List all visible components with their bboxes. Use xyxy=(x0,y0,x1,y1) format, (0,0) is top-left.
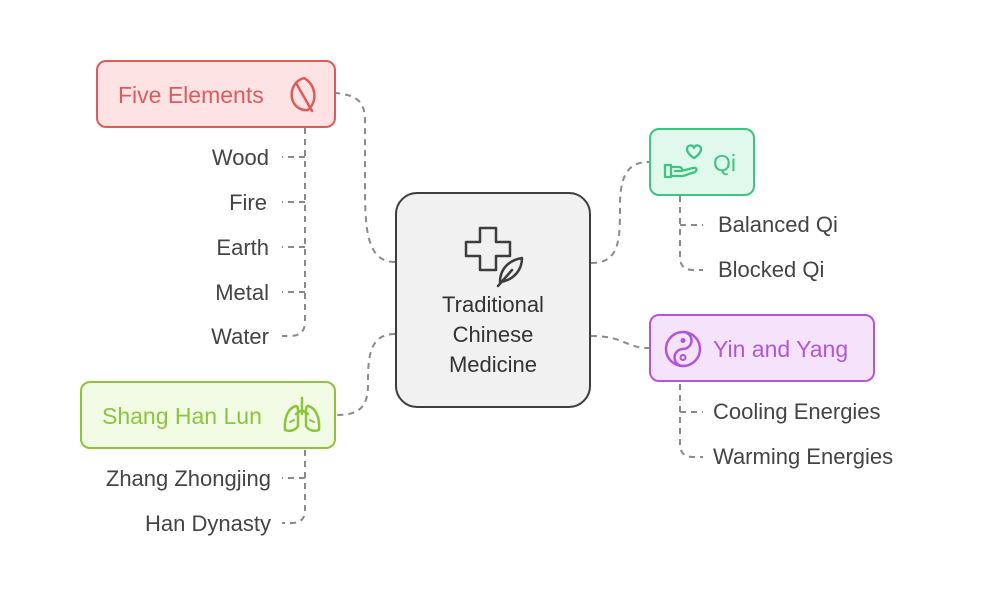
leaf-warming-energies: Warming Energies xyxy=(713,444,894,469)
central-topic-node[interactable]: Traditional Chinese Medicine xyxy=(395,192,591,408)
leaf-wood: Wood xyxy=(211,145,269,170)
connector-qi xyxy=(590,161,650,264)
leaf-earth: Earth xyxy=(216,235,269,260)
connector-five-elements xyxy=(335,92,396,263)
node-qi[interactable]: Qi xyxy=(649,128,755,196)
leaf-water: Water xyxy=(211,324,269,349)
heart-hand-icon xyxy=(663,144,703,179)
node-yin-yang-label: Yin and Yang xyxy=(713,336,849,362)
leaf-zhang-zhongjing: Zhang Zhongjing xyxy=(105,466,271,491)
central-topic-title: Traditional Chinese Medicine xyxy=(442,292,544,377)
leaf-han-dynasty: Han Dynasty xyxy=(145,511,271,536)
medical-cross-icon xyxy=(464,226,524,288)
leaf-cooling-energies: Cooling Energies xyxy=(713,399,881,424)
leaf-icon xyxy=(496,256,524,288)
leaf-icon xyxy=(290,76,316,113)
connector-five-elements-spine xyxy=(282,128,306,337)
connector-yin-yang-spine xyxy=(679,384,703,458)
yin-yang-icon xyxy=(664,330,702,368)
leaf-fire: Fire xyxy=(229,190,267,215)
node-shang-han-lun[interactable]: Shang Han Lun xyxy=(80,381,336,449)
connector-qi-spine xyxy=(679,196,703,271)
connector-yin-yang xyxy=(590,335,650,349)
leaf-blocked-qi: Blocked Qi xyxy=(718,257,825,282)
leaf-metal: Metal xyxy=(215,280,269,305)
connector-shang-han-lun-spine xyxy=(282,450,306,524)
node-five-elements[interactable]: Five Elements xyxy=(96,60,336,128)
leaf-balanced-qi: Balanced Qi xyxy=(718,212,838,237)
connector-shang-han-lun xyxy=(335,333,396,416)
node-qi-label: Qi xyxy=(713,150,736,176)
node-yin-yang[interactable]: Yin and Yang xyxy=(649,314,875,382)
node-shang-han-lun-label: Shang Han Lun xyxy=(102,403,262,429)
node-five-elements-label: Five Elements xyxy=(118,82,264,108)
lungs-icon xyxy=(283,396,321,433)
